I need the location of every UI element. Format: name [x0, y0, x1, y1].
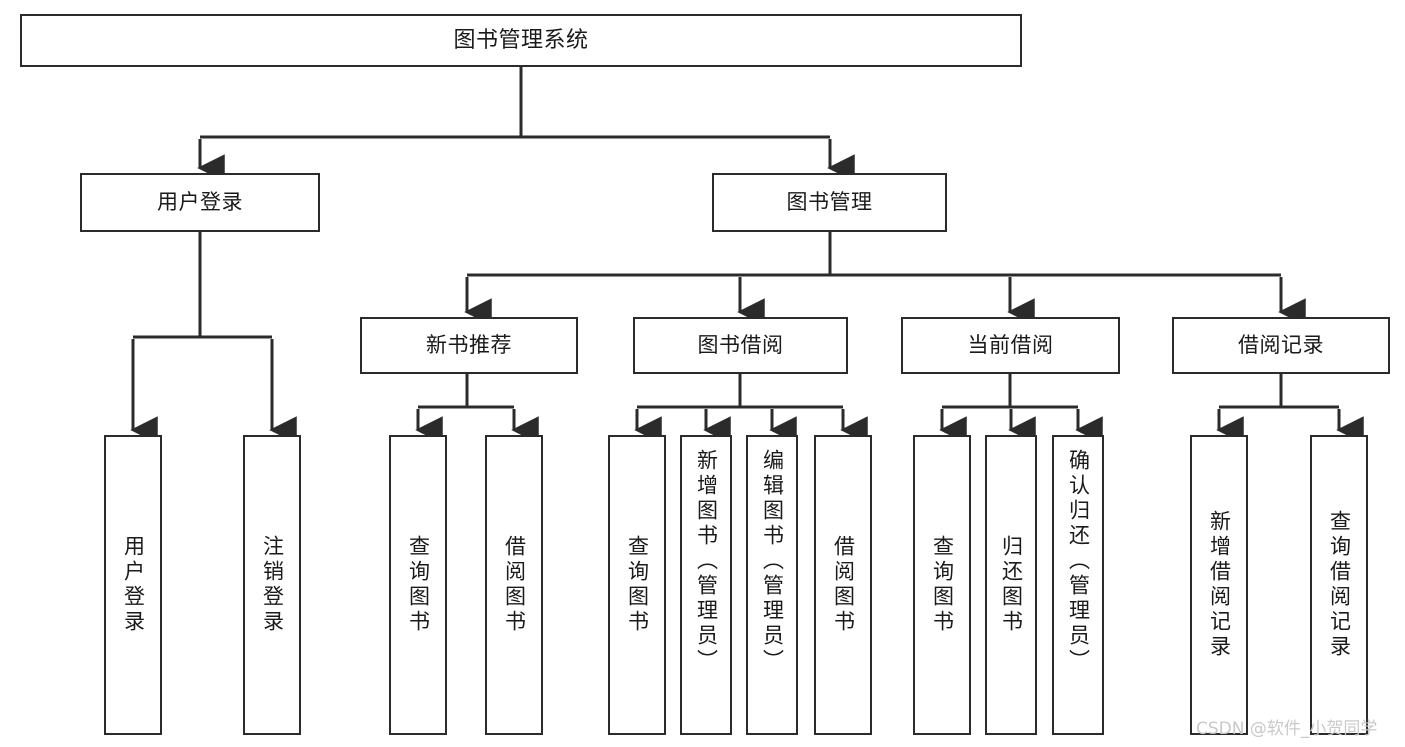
node-book-borrow[interactable]: 图书借阅 — [633, 317, 848, 374]
node-current-borrow-label: 当前借阅 — [967, 333, 1054, 358]
node-leaf-confirm-return-label: 确认归还（管理员） — [1066, 449, 1091, 674]
node-leaf-edit-book-label: 编辑图书（管理员） — [760, 449, 785, 674]
node-new-book-recommend-label: 新书推荐 — [426, 333, 512, 358]
node-root-label: 图书管理系统 — [453, 27, 589, 53]
node-leaf-borrow-book-1-label: 借阅图书 — [502, 535, 527, 635]
node-borrow-record-label: 借阅记录 — [1238, 333, 1324, 358]
node-book-borrow-label: 图书借阅 — [697, 333, 784, 358]
csdn-watermark: CSDN @软件_小贺同学 — [1196, 719, 1378, 739]
node-new-book-recommend[interactable]: 新书推荐 — [360, 317, 578, 374]
node-book-manage-label: 图书管理 — [786, 190, 873, 215]
node-leaf-query-book-3-label: 查询图书 — [930, 535, 955, 635]
node-leaf-query-book-3[interactable]: 查询图书 — [913, 435, 971, 735]
node-leaf-add-record-label: 新增借阅记录 — [1207, 510, 1232, 660]
node-leaf-query-book-1[interactable]: 查询图书 — [389, 435, 447, 735]
node-leaf-logout-label: 注销登录 — [260, 535, 285, 635]
node-leaf-return-book[interactable]: 归还图书 — [985, 435, 1037, 735]
node-leaf-query-record-label: 查询借阅记录 — [1327, 510, 1352, 660]
node-leaf-user-login-label: 用户登录 — [121, 535, 146, 635]
node-user-login-label: 用户登录 — [157, 190, 243, 215]
node-leaf-add-record[interactable]: 新增借阅记录 — [1190, 435, 1248, 735]
node-leaf-query-book-2-label: 查询图书 — [625, 535, 650, 635]
node-leaf-logout[interactable]: 注销登录 — [243, 435, 301, 735]
node-leaf-query-book-2[interactable]: 查询图书 — [608, 435, 666, 735]
node-book-manage[interactable]: 图书管理 — [712, 173, 947, 232]
node-leaf-borrow-book-2[interactable]: 借阅图书 — [814, 435, 872, 735]
node-leaf-query-record[interactable]: 查询借阅记录 — [1310, 435, 1368, 735]
node-user-login[interactable]: 用户登录 — [80, 173, 320, 232]
node-leaf-return-book-label: 归还图书 — [999, 535, 1024, 635]
node-current-borrow[interactable]: 当前借阅 — [901, 317, 1120, 374]
node-leaf-confirm-return[interactable]: 确认归还（管理员） — [1052, 435, 1104, 735]
node-leaf-query-book-1-label: 查询图书 — [406, 535, 431, 635]
node-leaf-add-book[interactable]: 新增图书（管理员） — [680, 435, 732, 735]
node-borrow-record[interactable]: 借阅记录 — [1172, 317, 1390, 374]
node-root[interactable]: 图书管理系统 — [20, 14, 1022, 67]
node-leaf-borrow-book-2-label: 借阅图书 — [831, 535, 856, 635]
node-leaf-add-book-label: 新增图书（管理员） — [694, 449, 719, 674]
node-leaf-borrow-book-1[interactable]: 借阅图书 — [485, 435, 543, 735]
node-leaf-edit-book[interactable]: 编辑图书（管理员） — [746, 435, 798, 735]
node-leaf-user-login[interactable]: 用户登录 — [104, 435, 162, 735]
